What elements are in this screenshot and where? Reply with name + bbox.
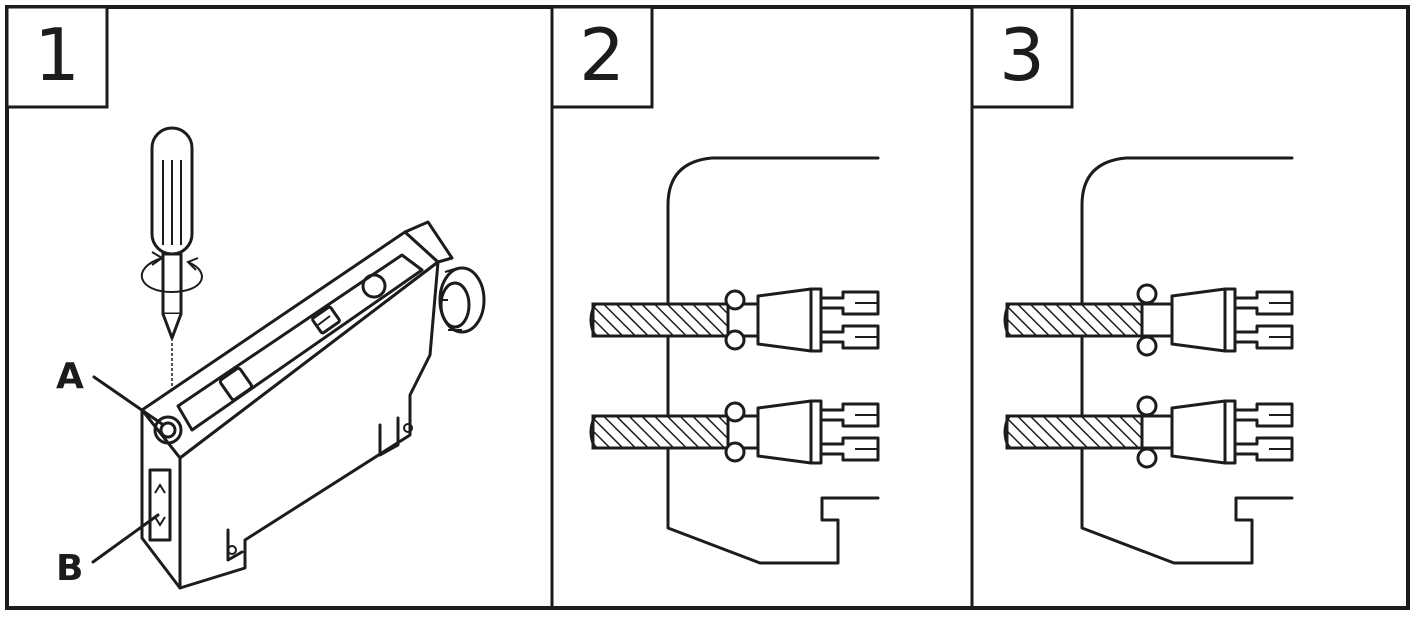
panel-3-number-box: 3 xyxy=(970,5,1074,109)
callout-b-label: B xyxy=(56,548,83,589)
rotation-arrow-icon xyxy=(140,251,203,294)
panel-3-fiber-cable-top xyxy=(1003,283,1294,357)
panel-2-fiber-cable-top xyxy=(589,287,880,353)
panel-1-number-box: 1 xyxy=(5,5,109,109)
panel-2-housing-outline xyxy=(666,156,880,565)
panel-3-housing-outline xyxy=(1080,156,1294,565)
diagram-frame xyxy=(5,5,1410,610)
screwdriver-icon xyxy=(150,126,194,418)
panel-1-number: 1 xyxy=(34,13,80,97)
panel-2-number: 2 xyxy=(579,13,625,97)
callout-a-label: A xyxy=(56,356,84,397)
panel-2-number-box: 2 xyxy=(550,5,654,109)
callout-b: B xyxy=(56,513,160,589)
sensor-amplifier xyxy=(140,220,486,590)
panel-3-fiber-cable-bottom xyxy=(1003,395,1294,469)
panel-2-fiber-cable-bottom xyxy=(589,399,880,465)
panel-3-number: 3 xyxy=(999,13,1045,97)
callout-a: A xyxy=(56,356,164,426)
